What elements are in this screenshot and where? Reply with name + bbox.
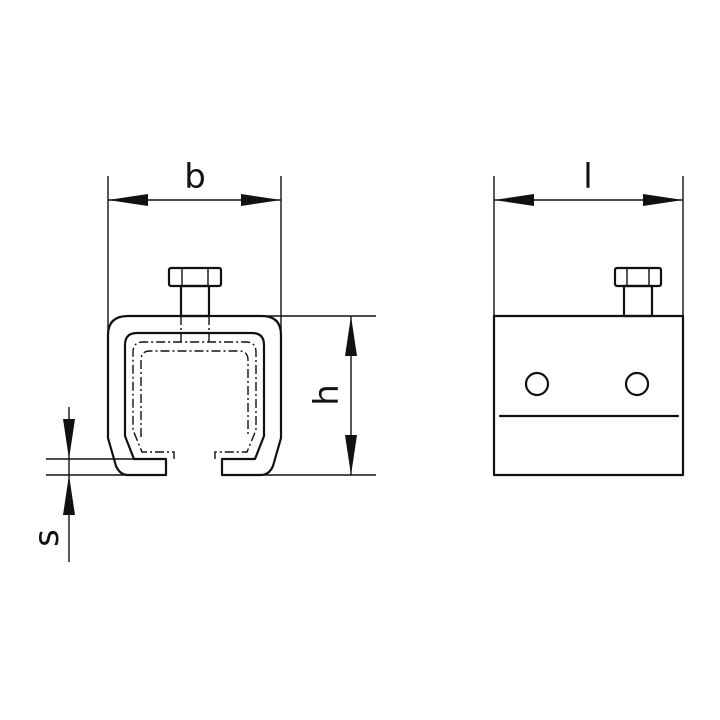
side-hole-right	[624, 371, 650, 397]
dimension-label-h: h	[307, 384, 347, 406]
dimension-h: h	[256, 315, 376, 476]
bolt-head-side	[613, 266, 663, 288]
dimension-l: l	[493, 157, 684, 316]
side-body	[492, 314, 685, 477]
front-view: b h s	[27, 157, 376, 562]
dimension-label-b: b	[184, 157, 206, 197]
bolt-side	[613, 266, 663, 318]
dimension-label-l: l	[583, 157, 592, 197]
dimension-s: s	[27, 407, 138, 562]
side-view: l	[492, 157, 685, 477]
bolt-front	[167, 266, 223, 345]
bolt-shank	[179, 284, 211, 318]
profile-inner-dashline	[132, 341, 257, 459]
bolt-head	[167, 266, 223, 288]
profile-inner-dashline-2	[140, 350, 249, 437]
side-hole-left	[524, 371, 550, 397]
dimension-label-s: s	[27, 529, 67, 547]
bolt-shank-side	[622, 284, 654, 318]
dimension-b: b	[107, 157, 282, 330]
profile-outer-outline	[106, 314, 283, 477]
